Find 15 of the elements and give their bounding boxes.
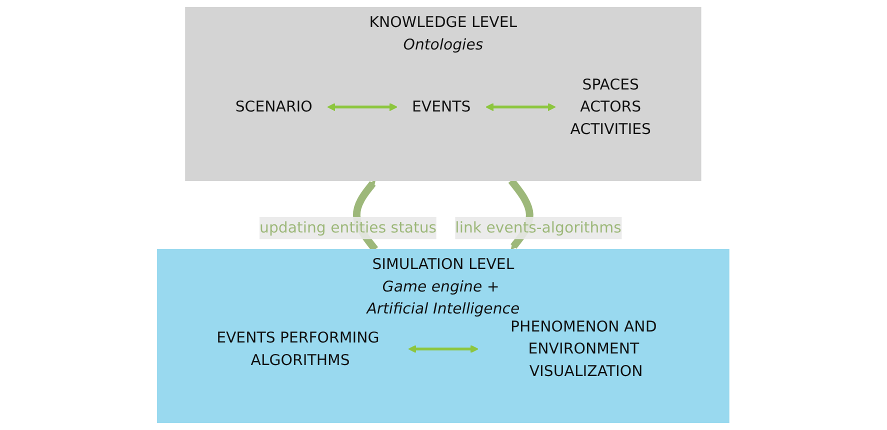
- node-label: Game engine + Artificial Intelligence: [367, 277, 520, 318]
- node-text: SCENARIO: [236, 98, 313, 116]
- node-text: EVENTS PERFORMING ALGORITHMS: [216, 328, 380, 369]
- edge-label: updating entities status: [260, 218, 437, 236]
- edge-label: link events-algorithms: [455, 218, 622, 236]
- diagram: updating entities status link events-algorithms SIMULATION LEVEL Game engine + Artificial Intelligence EVENTS PERFORMING ALGORITHMS PHENOMENON AND ENVIRONMENT VISUALIZATION KNOWLEDGE LEVEL Ontologies SCENARIO EVENTS SPACES ACTORS ACTIVITIES: [150, 0, 737, 430]
- cluster: [157, 248, 730, 423]
- arrow: [328, 102, 398, 112]
- arrow: [408, 344, 479, 354]
- node-text: PHENOMENON AND ENVIRONMENT VISUALIZATION: [510, 317, 658, 380]
- node-label: Ontologies: [404, 35, 484, 54]
- cluster: [185, 6, 702, 182]
- node-text: EVENTS: [412, 98, 471, 116]
- arrow: [486, 102, 556, 112]
- node-text: SPACES ACTORS ACTIVITIES: [570, 75, 652, 138]
